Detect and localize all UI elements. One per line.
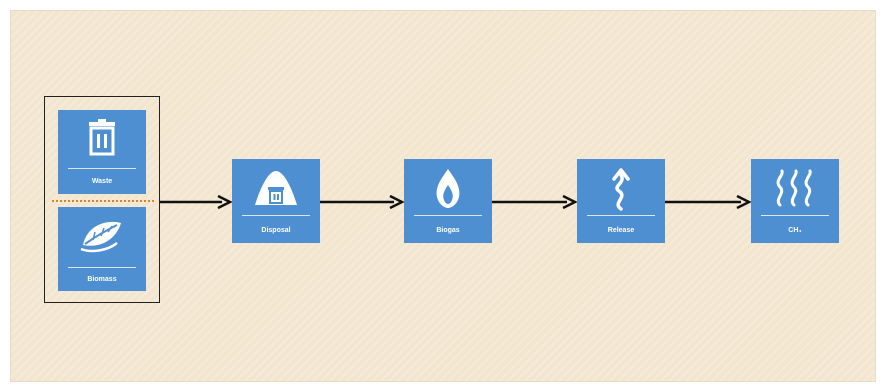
input-group-box: [44, 96, 160, 303]
node-label-ch4: CH₄: [788, 227, 802, 234]
node-ch4: CH₄: [751, 159, 839, 243]
input-group-divider: [52, 200, 154, 202]
edge-arrow-inputs-to-disposal: [160, 195, 232, 209]
node-disposal: Disposal: [232, 159, 320, 243]
rising-arrow-icon: [577, 167, 665, 211]
node-label-disposal: Disposal: [261, 227, 291, 234]
trash-bin-icon: [58, 118, 146, 158]
node-rule: [414, 215, 482, 216]
node-label-release: Release: [607, 227, 635, 234]
edge-arrow-biogas-to-release: [492, 195, 577, 209]
flame-icon: [404, 167, 492, 209]
node-rule: [587, 215, 655, 216]
node-rule: [68, 168, 136, 169]
node-biogas: Biogas: [404, 159, 492, 243]
edge-arrow-release-to-ch4: [665, 195, 751, 209]
edge-arrow-disposal-to-biogas: [320, 195, 404, 209]
leaf-icon: [58, 215, 146, 255]
node-label-biomass: Biomass: [87, 276, 117, 283]
node-rule: [761, 215, 829, 216]
node-label-waste: Waste: [91, 178, 113, 185]
node-rule: [68, 267, 136, 268]
node-rule: [242, 215, 310, 216]
landfill-mound-icon: [232, 167, 320, 207]
heat-waves-icon: [751, 167, 839, 209]
node-label-biogas: Biogas: [436, 227, 460, 234]
node-waste: Waste: [58, 110, 146, 194]
node-biomass: Biomass: [58, 207, 146, 291]
node-release: Release: [577, 159, 665, 243]
